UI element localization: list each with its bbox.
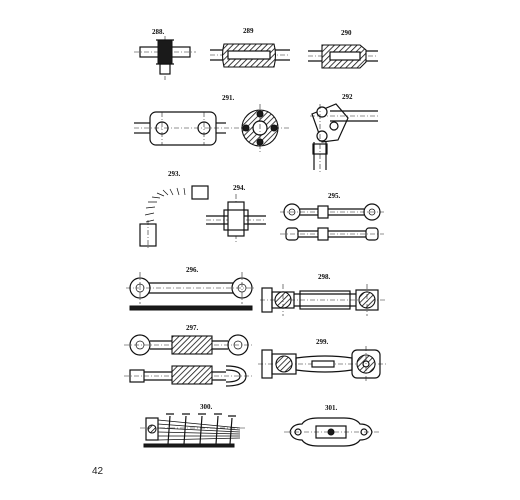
figure-label-293: 293. [168,170,181,178]
figure-290: 290 [308,29,378,69]
figure-label-298: 298. [318,273,331,281]
figure-295: 295. [280,192,384,241]
figure-294: 294. [206,184,266,244]
figure-300: 300. [140,403,246,448]
figure-298: 298. [260,273,386,316]
figure-label-299: 299. [316,338,329,346]
figure-label-294: 294. [233,184,246,192]
figure-label-291: 291. [222,94,235,102]
figure-289: 289 [210,27,290,68]
figure-299: 299. [258,338,386,382]
figure-301: 301. [284,404,380,447]
figure-label-290: 290 [341,29,352,37]
figure-292: 292 [310,93,380,172]
figure-293: 293. [139,170,209,250]
figure-label-289: 289 [243,27,254,35]
figure-label-295: 295. [328,192,341,200]
figure-label-297: 297. [186,324,199,332]
figure-296: 296. [126,266,256,311]
figure-label-301: 301. [325,404,338,412]
figure-label-288: 288. [152,28,165,36]
figure-288: 288. [134,28,196,80]
figure-label-296: 296. [186,266,199,274]
figure-297: 297. [124,324,254,387]
figure-291: 291. [134,94,290,152]
figure-label-292: 292 [342,93,353,101]
page-number: 42 [92,466,104,477]
figure-label-300: 300. [200,403,213,411]
